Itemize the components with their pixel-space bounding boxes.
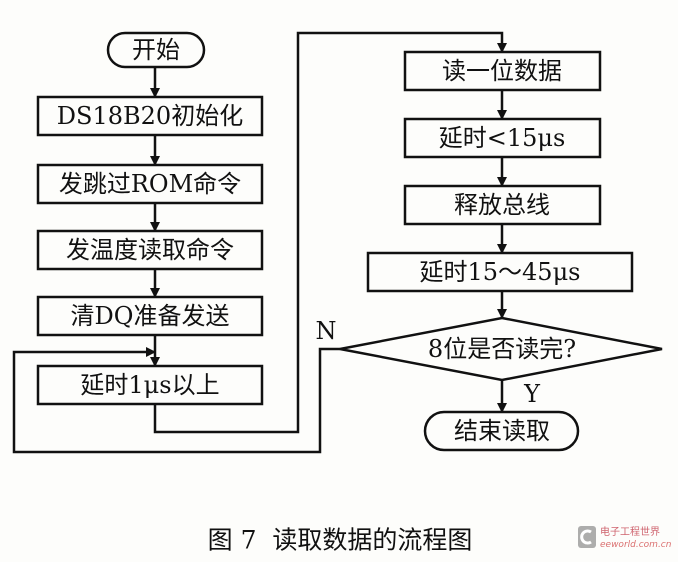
temp-read-cmd-label: 发温度读取命令 (66, 236, 234, 264)
end-label: 结束读取 (454, 417, 550, 445)
init-label: DS18B20初始化 (57, 102, 243, 130)
end-node (423, 410, 580, 452)
delay-15-45-box (366, 251, 634, 293)
skip-rom-box (36, 163, 264, 205)
temp-read-cmd-box (36, 229, 264, 271)
eeworld-watermark-logo: 电子工程世界 eeworld.com.cn (578, 525, 672, 550)
delay-1us-label: 延时1μs以上 (80, 371, 219, 399)
yes-label: Y (523, 380, 541, 408)
init-box (36, 95, 264, 137)
delay-1us-box (36, 364, 264, 406)
no-label: N (316, 317, 337, 345)
decision-label: 8位是否读完? (428, 335, 576, 363)
start-label: 开始 (132, 36, 180, 64)
connector-to-right (153, 31, 507, 434)
delay-lt15-label: 延时<15μs (439, 124, 566, 152)
svg-text:eeworld.com.cn: eeworld.com.cn (600, 540, 672, 550)
figure-caption: 图 7 读取数据的流程图 (208, 526, 473, 555)
no-loop-edge (12, 347, 340, 454)
clear-dq-label: 清DQ准备发送 (71, 302, 230, 330)
delay-15-45-label: 延时15～45μs (420, 258, 581, 286)
read-bit-label: 读一位数据 (442, 57, 562, 85)
svg-text:电子工程世界: 电子工程世界 (600, 525, 660, 538)
clear-dq-box (36, 295, 264, 337)
release-bus-label: 释放总线 (454, 191, 550, 219)
skip-rom-label: 发跳过ROM命令 (59, 170, 241, 198)
